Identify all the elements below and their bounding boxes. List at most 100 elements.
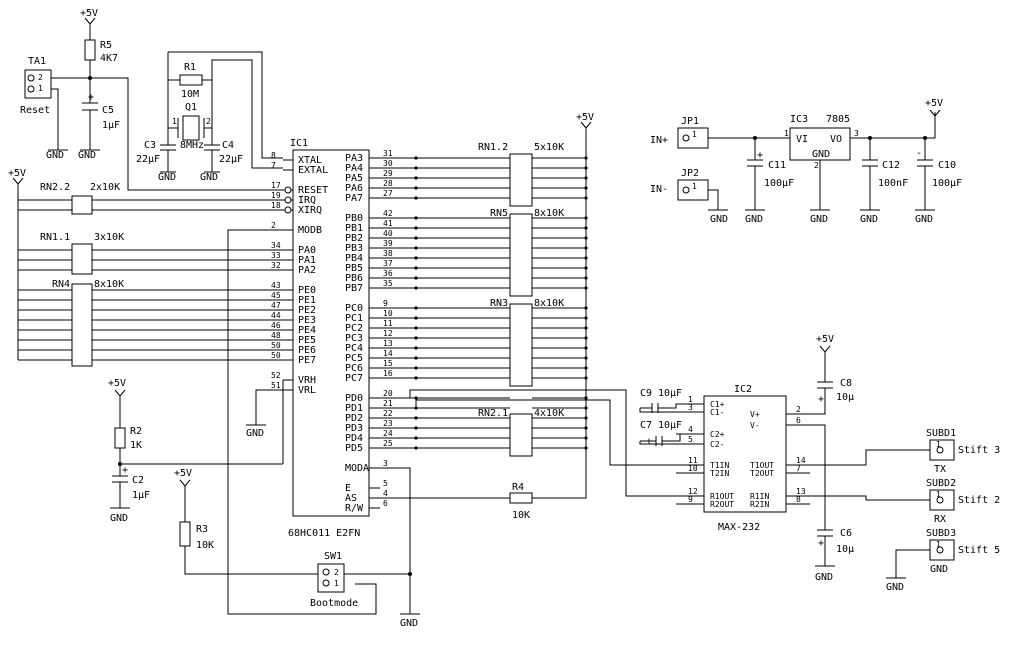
ic1-pin-number: 17	[271, 181, 281, 190]
rn12-ref: RN1.2	[478, 142, 508, 153]
ic1-pin-number: 32	[271, 261, 281, 270]
ic1-pin-name: PE1	[298, 295, 316, 306]
power-supply: IN+ JP1 1 IN- JP2 1 GND IC3 7805 VI VO G…	[650, 98, 962, 225]
ic1-pin-name: PA1	[298, 255, 316, 266]
r1-ref: R1	[184, 62, 196, 73]
r3-value: 10K	[196, 540, 214, 551]
c11-plus: +	[757, 150, 763, 161]
subd2-pin: 1	[936, 490, 941, 499]
ic1-pin-name: PC6	[345, 363, 363, 374]
c10-value: 100µF	[932, 178, 962, 189]
r5-value: 4K7	[100, 53, 118, 64]
jp1-net: IN+	[650, 135, 668, 146]
ic1-pin-number: 6	[383, 499, 388, 508]
subd3-pin: 1	[936, 540, 941, 549]
rn5-value: 8x10K	[534, 208, 564, 219]
ic1-pin-number: 43	[271, 281, 281, 290]
rn21-ref: RN2.1	[478, 408, 508, 419]
gnd-label: GND	[46, 150, 64, 161]
ic1-pin-number: 5	[383, 479, 388, 488]
ic1-pin-number: 25	[383, 439, 393, 448]
ic1-pin-name: PD2	[345, 413, 363, 424]
subd3-stift: Stift 5	[958, 545, 1000, 556]
ic2-pin-name: T2IN	[710, 469, 729, 478]
ic1-pin-name: PD0	[345, 393, 363, 404]
c3-value: 22µF	[136, 154, 160, 165]
ic1-pin-number: 42	[383, 209, 393, 218]
gnd-label: GND	[886, 582, 904, 593]
ic1-pin-name: PC7	[345, 373, 363, 384]
ic1-pin-name: R/W	[345, 503, 364, 514]
ta1-pin-1: 1	[38, 84, 43, 93]
rn22-ref: RN2.2	[40, 182, 70, 193]
ic2-pin-name: R2OUT	[710, 500, 734, 509]
q1-ref: Q1	[185, 102, 197, 113]
ic1-pin-name: PB7	[345, 283, 363, 294]
ic1-pin-number: 33	[271, 251, 281, 260]
ic1-name: 68HC011 E2FN	[288, 528, 360, 539]
ic1-pin-number: 45	[271, 291, 281, 300]
ic2-pin-name: C2-	[710, 440, 724, 449]
ic2-name: MAX-232	[718, 522, 760, 533]
ic1-pin-name: AS	[345, 493, 357, 504]
c12-value: 100nF	[878, 178, 908, 189]
sw1-name: Bootmode	[310, 598, 358, 609]
rn3-value: 8x10K	[534, 298, 564, 309]
jp1-ref: JP1	[681, 116, 699, 127]
ic1-pin-number: 39	[383, 239, 393, 248]
r2-c2-group: +5V R2 1K + C2 1µF GND GND	[108, 378, 293, 524]
ic1-pin-name: E	[345, 483, 351, 494]
c2-plus: +	[122, 465, 128, 476]
q1-value: 8MHz	[180, 140, 204, 151]
ic1-pin-number: 41	[383, 219, 393, 228]
ic2-pin-number: 4	[688, 425, 693, 434]
ic1-pin-number: 38	[383, 249, 393, 258]
ic1-pin-number: 21	[383, 399, 393, 408]
ic2-pin-number: 12	[688, 487, 698, 496]
ic1-ref: IC1	[290, 138, 308, 149]
jp1-pin: 1	[692, 130, 697, 139]
ic1-pin-number: 50	[271, 341, 281, 350]
ic3-pin-in: 1	[784, 129, 789, 138]
ic1-pin-number: 4	[383, 489, 388, 498]
vcc-label: +5V	[174, 468, 192, 479]
c5-plus: +	[88, 92, 94, 103]
ic2-pin-number: 14	[796, 456, 806, 465]
c8-plus: +	[818, 394, 824, 405]
ic1-pin-name: VRL	[298, 385, 316, 396]
subd2-stift: Stift 2	[958, 495, 1000, 506]
c2-ref: C2	[132, 475, 144, 486]
ic1-pin-number: 3	[383, 459, 388, 468]
vcc-label: +5V	[576, 112, 594, 123]
ic1-pin-name: PA4	[345, 163, 363, 174]
sw1-pin-1: 1	[334, 579, 339, 588]
ic1-pin-name: PA2	[298, 265, 316, 276]
ic3-pin-out: 3	[854, 129, 859, 138]
ic1-pin-name: PB1	[345, 223, 363, 234]
gnd-label: GND	[915, 214, 933, 225]
r4-ref: R4	[512, 482, 524, 493]
ic2-pin-name: R2IN	[750, 500, 769, 509]
ic3-vi: VI	[796, 134, 808, 145]
ic1-pin-number: 15	[383, 359, 393, 368]
r5-c5-group: +5V R5 4K7 + C5 1µF GND	[78, 8, 120, 161]
ic1-pin-name: PC5	[345, 353, 363, 364]
ic1-pin-name: XTAL	[298, 155, 322, 166]
c5-value: 1µF	[102, 120, 120, 131]
rn12-value: 5x10K	[534, 142, 564, 153]
ic1-pin-name: PA0	[298, 245, 316, 256]
ic1-pin-name: EXTAL	[298, 165, 328, 176]
ic1-pin-number: 31	[383, 149, 393, 158]
ic1-pin-number: 11	[383, 319, 393, 328]
rn4-ref: RN4	[52, 279, 70, 290]
ic1-pin-number: 30	[383, 159, 393, 168]
ic1-pin-number: 29	[383, 169, 393, 178]
ic1-pin-number: 22	[383, 409, 393, 418]
ic2-pin-name: V-	[750, 421, 760, 430]
c11-value: 100µF	[764, 178, 794, 189]
gnd-label: GND	[78, 150, 96, 161]
ic1-pin-number: 27	[383, 189, 393, 198]
ic2-pin-name: C1+	[710, 400, 725, 409]
ic1-pin-name: PC2	[345, 323, 363, 334]
